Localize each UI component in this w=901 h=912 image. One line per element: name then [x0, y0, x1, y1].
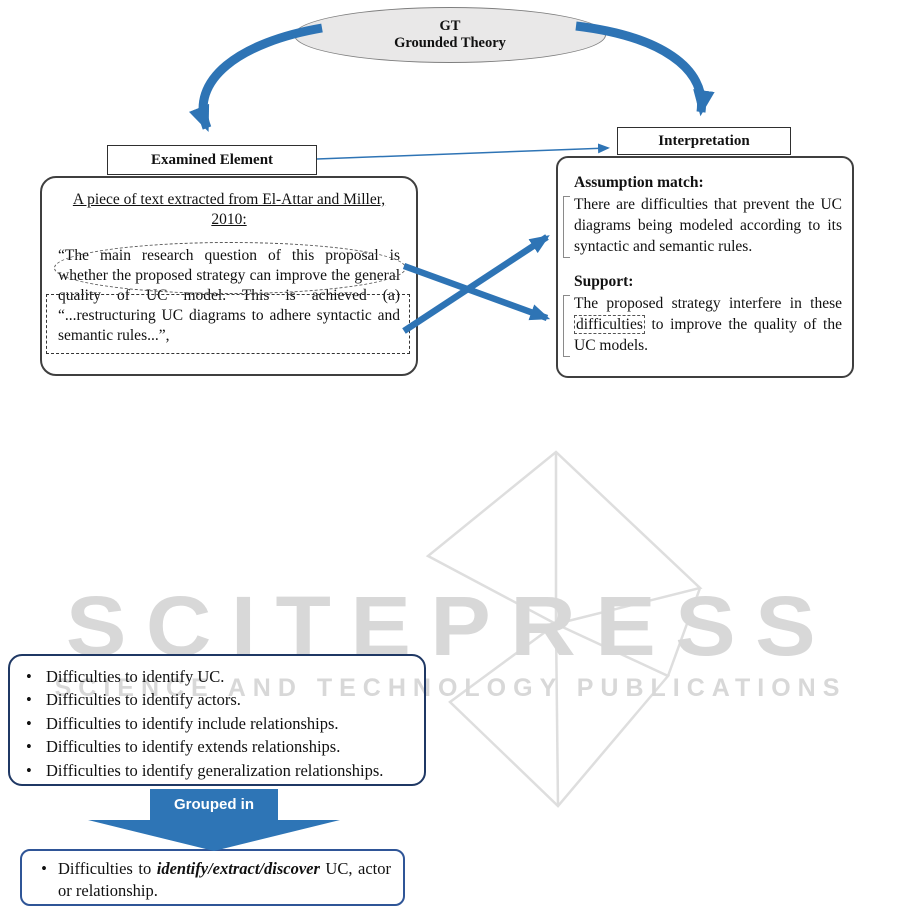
support-text: The proposed strategy interfere in these…: [574, 295, 842, 354]
dashed-word-highlight: difficulties: [574, 315, 645, 334]
gt-full-name: Grounded Theory: [394, 35, 506, 51]
list-item: Difficulties to identify generalization …: [16, 759, 416, 783]
grouped-in-label: Grouped in: [150, 789, 278, 820]
bracket-icon: [563, 295, 570, 357]
list-item: Difficulties to identify actors.: [16, 688, 416, 712]
list-item: Difficulties to identify extends relatio…: [16, 735, 416, 759]
difficulties-list-box: Difficulties to identify UC. Difficultie…: [8, 654, 426, 786]
gt-abbrev: GT: [439, 18, 461, 34]
bullet-icon: [30, 858, 58, 900]
grouped-result-box: Difficulties to identify/extract/discove…: [20, 849, 405, 906]
extracted-quote: “The main research question of this prop…: [58, 247, 400, 344]
grouped-result-text: Difficulties to identify/extract/discove…: [58, 859, 391, 900]
interpretation-header: Interpretation: [617, 127, 791, 155]
difficulties-list: Difficulties to identify UC. Difficultie…: [16, 665, 416, 782]
support-label: Support:: [574, 273, 634, 290]
assumption-match-label: Assumption match:: [574, 174, 704, 191]
examined-element-header: Examined Element: [107, 145, 317, 175]
list-item: Difficulties to identify include relatio…: [16, 712, 416, 736]
examined-element-box: A piece of text extracted from El-Attar …: [40, 176, 418, 376]
emphasized-terms: identify/extract/discover: [156, 859, 320, 878]
assumption-match-text: There are difficulties that prevent the …: [574, 196, 842, 255]
bracket-icon: [563, 196, 570, 258]
list-item: Difficulties to identify UC.: [16, 665, 416, 689]
interpretation-box: Assumption match: There are difficulties…: [556, 156, 854, 378]
source-heading: A piece of text extracted from El-Attar …: [72, 191, 386, 228]
grounded-theory-ellipse: GT Grounded Theory: [294, 7, 606, 63]
